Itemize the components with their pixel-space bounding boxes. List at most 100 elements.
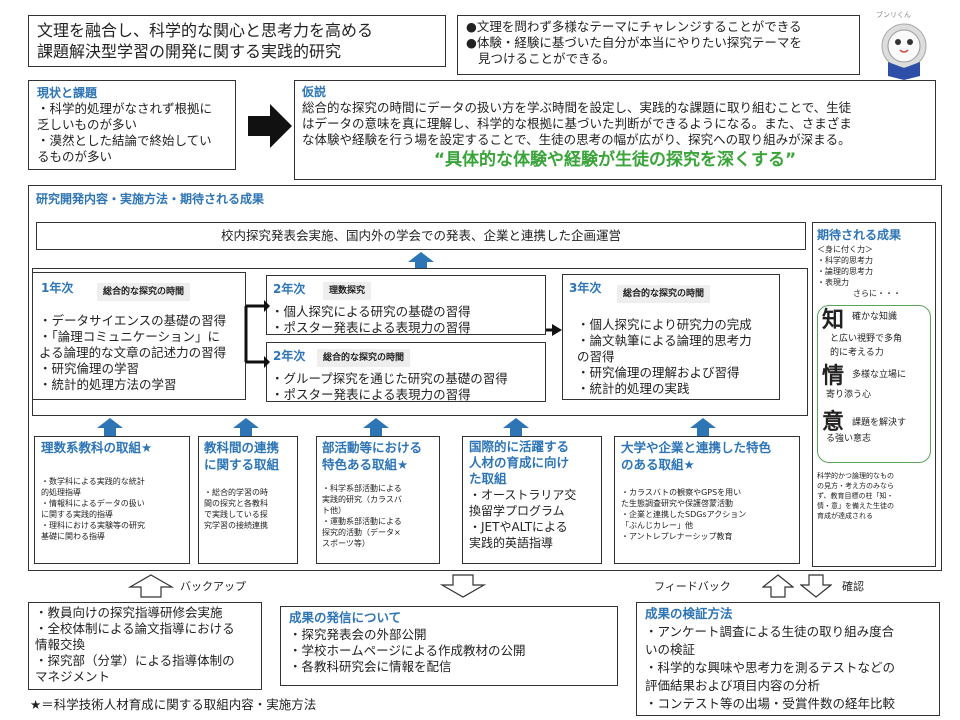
title-line-1: 文理を融合し、科学的な関心と思考力を高める	[37, 20, 437, 41]
initiative-box: 教科間の連携 に関する取組 ・総合的学習の時 間の探究と各教科 で実践している探…	[198, 436, 298, 564]
initiative-title: 理数系教科の取組★	[41, 439, 183, 456]
current-issues-heading: 現状と課題	[37, 85, 227, 101]
dissemination-heading: 成果の発信について	[289, 609, 609, 627]
year1-line: ・研究倫理の学習	[39, 361, 226, 377]
expected-note: ず、教育目標の柱「知・	[817, 491, 931, 501]
initiative-box: 理数系教科の取組★ ・数学科による実践的な統計 的処理指導 ・情報科によるデータ…	[34, 436, 190, 564]
chi-text: と広い視野で多角	[830, 334, 902, 345]
research-topbar: 校内探究発表会実施、国内外の学会での発表、企業と連携した企画運営	[36, 222, 806, 250]
year3-box: 3年次 総合的な探究の時間 ・個人探究により研究力の完成 ・論文執筆による論理的…	[562, 274, 780, 400]
hypothesis-line: 総合的な探究の時間にデータの扱い方を学ぶ時間を設定し、実践的な課題に取り組むこと…	[302, 100, 928, 116]
expected-note: 育成が達成される	[817, 511, 931, 521]
i-text: る強い意志	[826, 434, 871, 445]
initiative-box: 大学や企業と連携した特色 のある取組★ ・カラスバトの観察やGPSを用い た生態…	[614, 436, 800, 564]
arrow-up-icon	[97, 418, 123, 428]
year1-line: ・「論理コミュニケーション」に	[39, 329, 226, 345]
initiative-item: 基礎に関わる指導	[41, 531, 183, 542]
backup-label: バックアップ	[180, 580, 246, 594]
title-box: 文理を融合し、科学的な関心と思考力を高める 課題解決型学習の開発に関する実践的研…	[28, 15, 446, 67]
goals-box: ●文理を問わず多様なテーマにチャレンジすることができる ●体験・経験に基づいた自…	[457, 15, 860, 75]
year1-line: ・データサイエンスの基礎の習得	[39, 313, 226, 329]
initiative-item: 探究的活動（データ×	[322, 527, 434, 538]
chi-text: 確かな知識	[852, 312, 897, 323]
jou-text: 多様な立場に	[852, 370, 906, 381]
expected-note: 科学的かつ論理的なもの	[817, 471, 931, 481]
initiative-item: に関する実践的指導	[41, 509, 183, 520]
expected-line: ＜身に付く力＞	[817, 244, 931, 255]
expected-more: さらに・・・	[817, 288, 931, 299]
year1-tag: 総合的な探究の時間	[97, 283, 190, 301]
i-character: 意	[822, 410, 844, 436]
year1-label: 1年次	[41, 279, 73, 296]
initiative-item: 間の探究と各教科	[204, 498, 292, 509]
initiative-title: 国際的に活躍する	[469, 439, 595, 455]
initiative-item: ・科学系部活動による	[322, 483, 434, 494]
verification-line: ・科学的な興味や思考力を測るテストなどの	[645, 659, 931, 677]
arrow-up-icon	[233, 418, 259, 428]
year3-tag: 総合的な探究の時間	[617, 285, 710, 303]
verification-heading: 成果の検証方法	[645, 605, 931, 623]
i-text: 課題を解決す	[852, 418, 906, 429]
year3-line: の習得	[577, 349, 752, 365]
initiative-title: 特色ある取組★	[322, 456, 434, 473]
expected-note: 情・意」を備えた生徒の	[817, 501, 931, 511]
mascot-character-icon: ブンリくん	[866, 10, 942, 82]
year2b-line: ・ポスター発表による表現力の習得	[271, 387, 508, 403]
hypothesis-line: はデータの意味を真に理解し、科学的な根拠に基づいた判断ができるようになる。また、…	[302, 116, 928, 132]
hypothesis-heading: 仮説	[302, 84, 928, 100]
expected-note: の見方・考え方のみなら	[817, 481, 931, 491]
initiative-item: で実践している探	[204, 509, 292, 520]
year3-line: ・論文執筆による論理的思考力	[577, 333, 752, 349]
expected-line: ・科学的思考力	[817, 255, 931, 266]
expected-heading: 期待される成果	[817, 226, 931, 244]
initiative-item: ・情報科によるデータの扱い	[41, 498, 183, 509]
initiative-item: ・JETやALTによる	[469, 519, 595, 535]
arrow-up-icon	[408, 252, 434, 262]
initiative-box: 国際的に活躍する 人材の育成に向け た取組 ・オーストラリア交 換留学プログラム…	[462, 436, 602, 564]
current-issue-line: ・漠然とした結論で終始してい	[37, 133, 227, 149]
year2b-line: ・グループ探究を通じた研究の基礎の習得	[271, 371, 508, 387]
arrow-up-stem	[510, 428, 522, 436]
current-issue-line: るものが多い	[37, 149, 227, 165]
year1-line: ・統計的処理方法の学習	[39, 377, 226, 393]
dissemination-line: ・探究発表会の外部公開	[289, 627, 609, 643]
current-issue-line: 乏しいものが多い	[37, 117, 227, 133]
initiative-item: 実践的研究（カラスバ	[322, 494, 434, 505]
year3-label: 3年次	[569, 279, 601, 296]
year2a-tag: 理数探究	[323, 282, 371, 300]
initiative-item: ・運動系部活動による	[322, 516, 434, 527]
verification-line: ・コンテスト等の出場・受賞件数の経年比較	[645, 695, 931, 713]
initiative-item: 実践的英語指導	[469, 535, 595, 551]
title-line-2: 課題解決型学習の開発に関する実践的研究	[37, 41, 437, 62]
year2a-label: 2年次	[273, 280, 305, 297]
initiative-title: 部活動等における	[322, 439, 434, 456]
initiative-item: ・数学科による実践的な統計	[41, 476, 183, 487]
backup-box: ・教員向けの探究指導研修会実施 ・全校体制による論文指導における 情報交換 ・探…	[28, 602, 262, 690]
initiative-title: 大学や企業と連携した特色	[621, 439, 793, 456]
research-heading: 研究開発内容・実施方法・期待される成果	[36, 190, 264, 207]
initiative-item: ・理科における実験等の研究	[41, 520, 183, 531]
dissemination-down-arrow-icon	[440, 574, 486, 598]
dissemination-line: ・各教科研究会に情報を配信	[289, 659, 609, 675]
initiative-title: た取組	[469, 471, 595, 487]
backup-up-arrow-icon	[128, 574, 174, 598]
initiative-title: 人材の育成に向け	[469, 455, 595, 471]
expected-line: ・表現力	[817, 277, 931, 288]
backup-line: マネジメント	[35, 669, 255, 685]
year-connector-arrows	[240, 300, 570, 370]
initiative-item: 的処理指導	[41, 487, 183, 498]
chi-jou-i-frame: 知 確かな知識 と広い視野で多角 的に考える力 情 多様な立場に 寄り添う心 意…	[817, 305, 931, 463]
year1-line: よる論理的な文章の記述力の習得	[39, 345, 226, 361]
initiative-title: 教科間の連携	[204, 439, 292, 456]
year1-box: 1年次 総合的な探究の時間 ・データサイエンスの基礎の習得 ・「論理コミュニケー…	[32, 272, 246, 400]
arrow-up-icon	[363, 418, 389, 428]
arrow-up-stem	[697, 428, 709, 436]
backup-line: ・探究部（分掌）による指導体制の	[35, 653, 255, 669]
jou-character: 情	[822, 364, 844, 390]
initiative-item: ・総合的学習の時	[204, 487, 292, 498]
goal-line: ●体験・経験に基づいた自分が本当にやりたい探究テーマを	[466, 35, 851, 51]
initiative-title: に関する取組	[204, 456, 292, 473]
initiative-item: ・アントレプレナーシップ教育	[621, 531, 793, 542]
expected-line: ・論理的思考力	[817, 266, 931, 277]
verification-box: 成果の検証方法 ・アンケート調査による生徒の取り組み度合 いの検証 ・科学的な興…	[636, 602, 940, 716]
